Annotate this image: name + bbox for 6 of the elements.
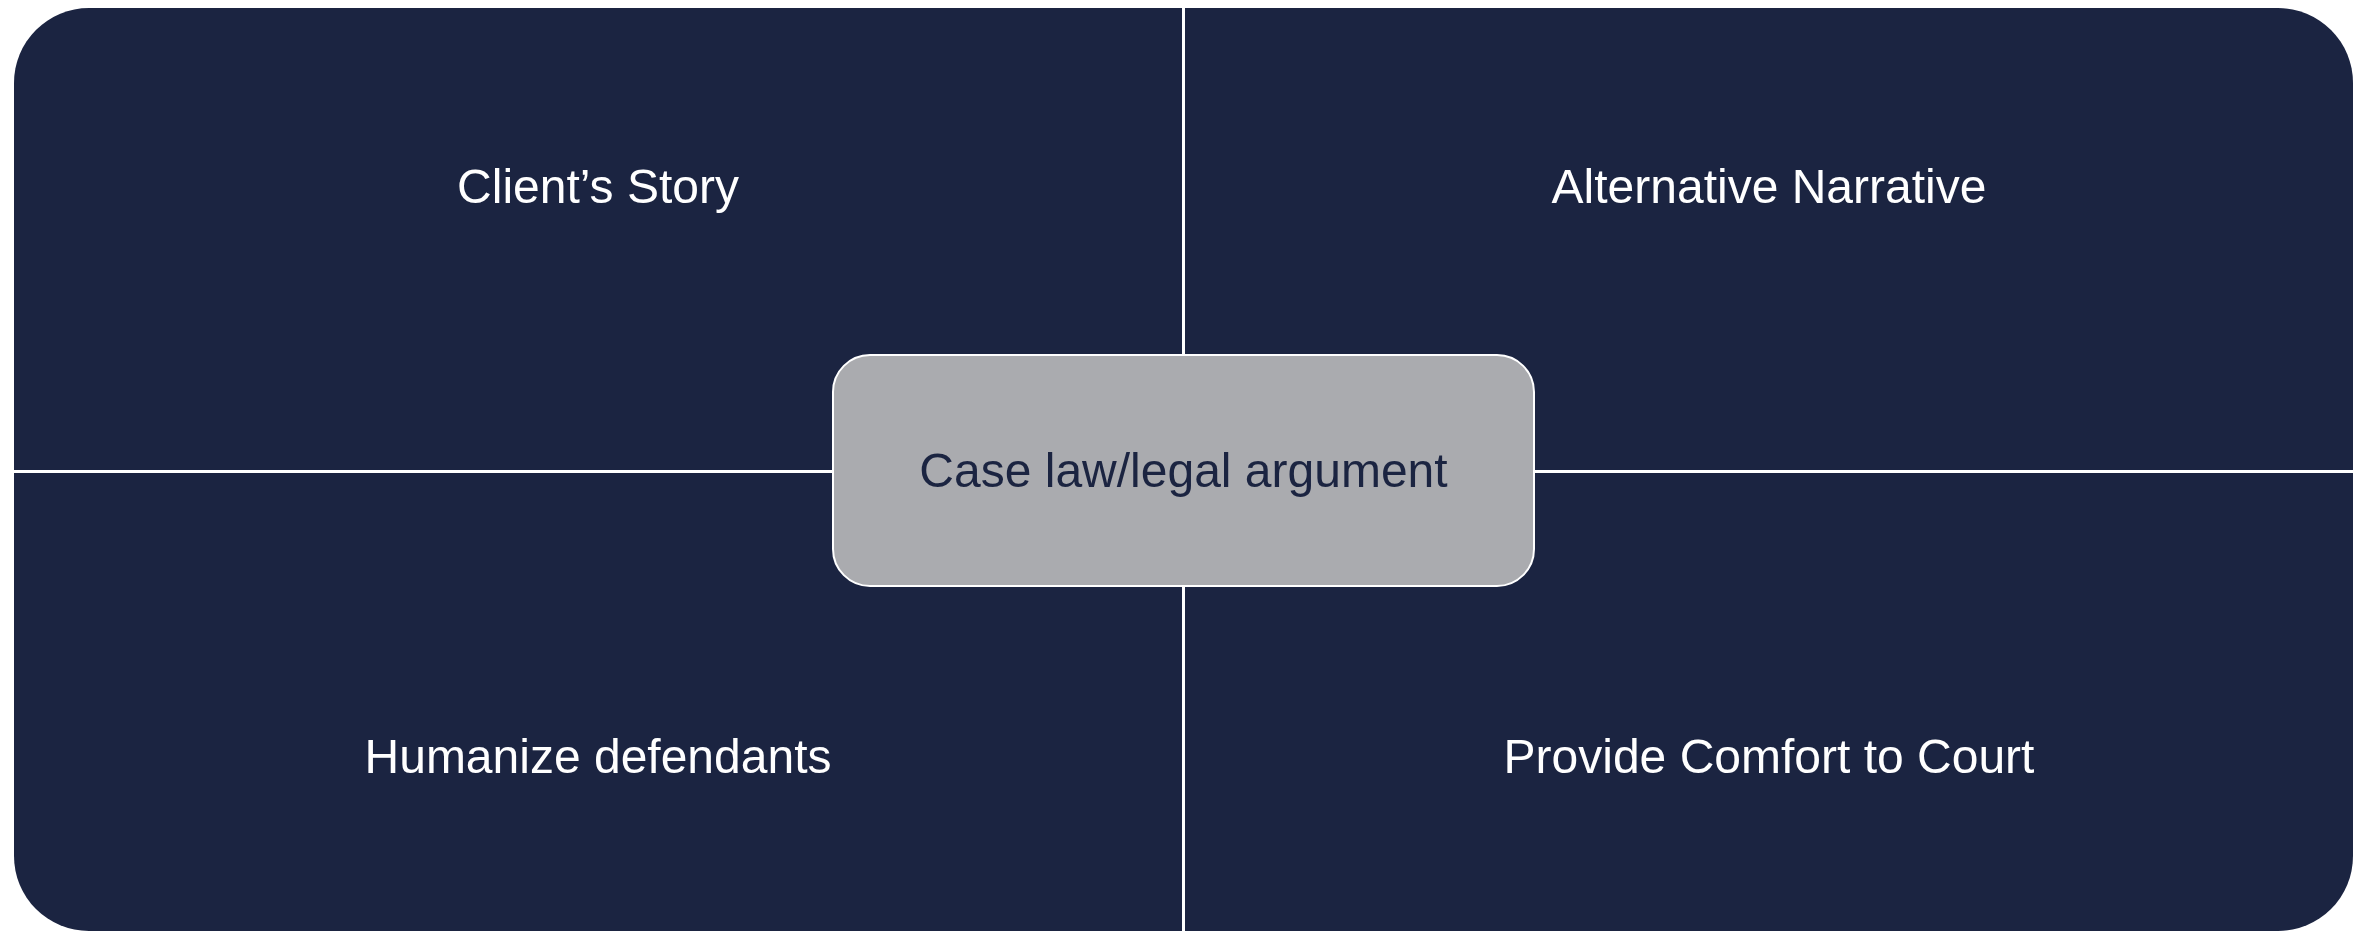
quadrant-label: Humanize defendants (363, 729, 833, 785)
quadrant-label: Client’s Story (456, 159, 740, 215)
quadrant-label: Alternative Narrative (1550, 159, 1988, 215)
center-box (832, 354, 1535, 587)
center-label: Case law/legal argument (919, 443, 1448, 498)
quadrant-label: Provide Comfort to Court (1502, 729, 2036, 785)
